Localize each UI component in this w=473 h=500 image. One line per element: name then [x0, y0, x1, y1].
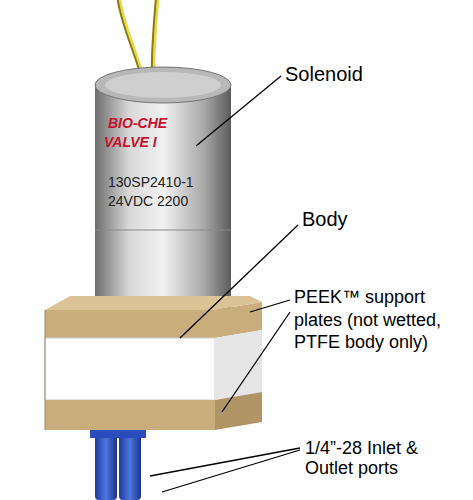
- model-marking: 130SP2410-1: [108, 174, 194, 191]
- valve-body: [45, 296, 262, 430]
- brand-marking: BIO-CHE: [108, 115, 167, 132]
- part-label: Solenoid: [285, 62, 363, 86]
- rating-marking: 24VDC 2200: [108, 193, 188, 210]
- solenoid-coil: [95, 67, 231, 315]
- lead-wires: [118, 0, 158, 72]
- port-fittings: [90, 430, 146, 500]
- part-label: Body: [302, 207, 348, 231]
- brand-marking: VALVE I: [104, 134, 157, 151]
- leader-lines: [150, 76, 300, 492]
- part-note: PEEK™ support plates (not wetted, PTFE b…: [294, 286, 454, 354]
- part-label: 1/4”-28 Inlet & Outlet ports: [305, 438, 435, 478]
